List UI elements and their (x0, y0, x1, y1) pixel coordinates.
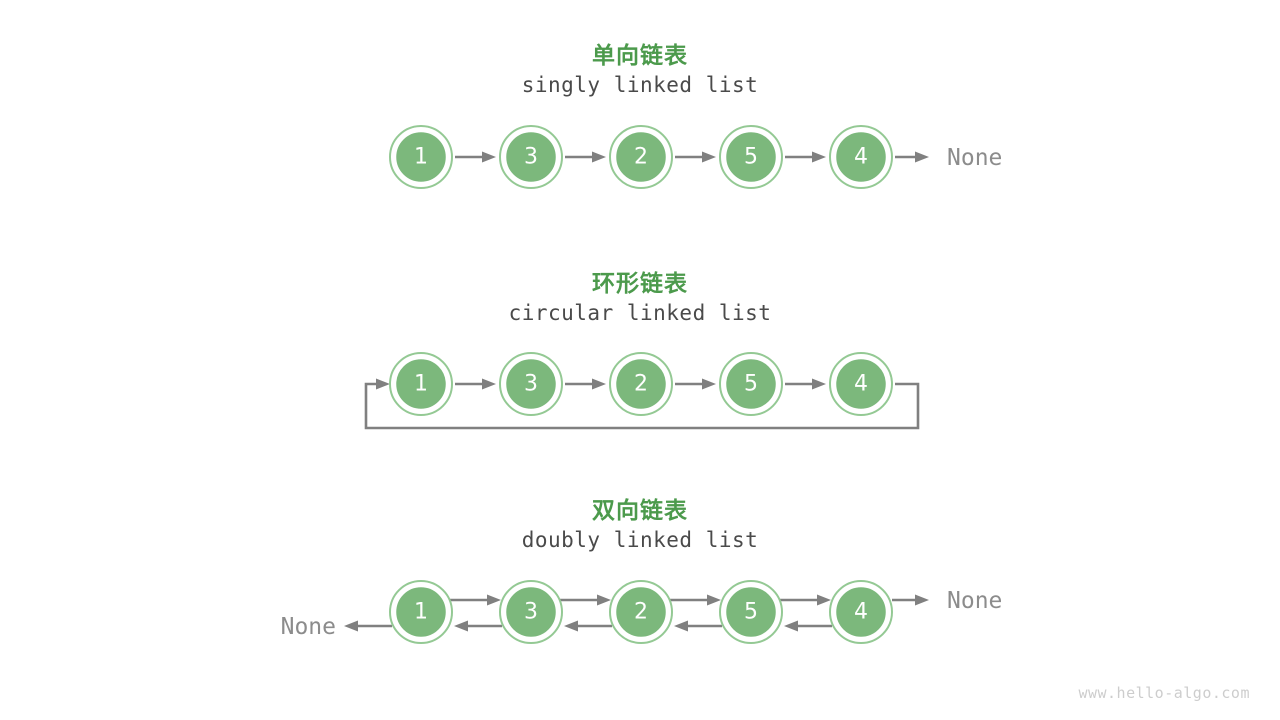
node-label: 5 (744, 145, 758, 170)
node-label: 3 (524, 372, 538, 397)
section-subtitle-doubly: doubly linked list (521, 528, 759, 552)
node-label: 4 (854, 600, 868, 625)
singly-tail-none-label: None (947, 145, 1002, 171)
node-label: 4 (854, 145, 868, 170)
node: 4 (829, 352, 893, 416)
section-subtitle-singly: singly linked list (521, 73, 759, 97)
doubly-head-none-label: None (281, 614, 336, 640)
doubly-backward-links (344, 620, 832, 632)
singly-forward-links (455, 151, 929, 163)
node: 2 (609, 352, 673, 416)
node: 4 (829, 125, 893, 189)
node-label: 2 (634, 372, 648, 397)
node: 5 (719, 352, 783, 416)
node: 5 (719, 580, 783, 644)
circular-linked-list-diagram: 1 3 2 5 4 (364, 352, 920, 430)
node-label: 4 (854, 372, 868, 397)
node: 2 (609, 125, 673, 189)
node: 3 (499, 352, 563, 416)
watermark: www.hello-algo.com (1078, 684, 1250, 702)
node: 3 (499, 125, 563, 189)
node: 4 (829, 580, 893, 644)
node: 2 (609, 580, 673, 644)
circular-forward-links (455, 378, 826, 390)
section-subtitle-circular: circular linked list (508, 301, 772, 325)
doubly-forward-links (450, 594, 929, 606)
node: 1 (389, 580, 453, 644)
section-title-singly: 单向链表 (592, 43, 688, 69)
doubly-tail-none-label: None (947, 588, 1002, 614)
node: 1 (389, 125, 453, 189)
singly-linked-list-diagram: 1 3 2 5 4 None (389, 125, 1002, 189)
node-label: 3 (524, 145, 538, 170)
node-label: 1 (414, 145, 428, 170)
node: 1 (389, 352, 453, 416)
node-label: 1 (414, 600, 428, 625)
node-label: 2 (634, 600, 648, 625)
node-label: 2 (634, 145, 648, 170)
section-title-circular: 环形链表 (592, 271, 688, 297)
doubly-linked-list-diagram: 1 3 2 5 4 None (281, 580, 1002, 644)
node: 3 (499, 580, 563, 644)
node-label: 1 (414, 372, 428, 397)
node-label: 3 (524, 600, 538, 625)
circular-loop-arrowhead (376, 378, 390, 390)
node-label: 5 (744, 372, 758, 397)
node-label: 5 (744, 600, 758, 625)
section-title-doubly: 双向链表 (592, 498, 688, 524)
node: 5 (719, 125, 783, 189)
